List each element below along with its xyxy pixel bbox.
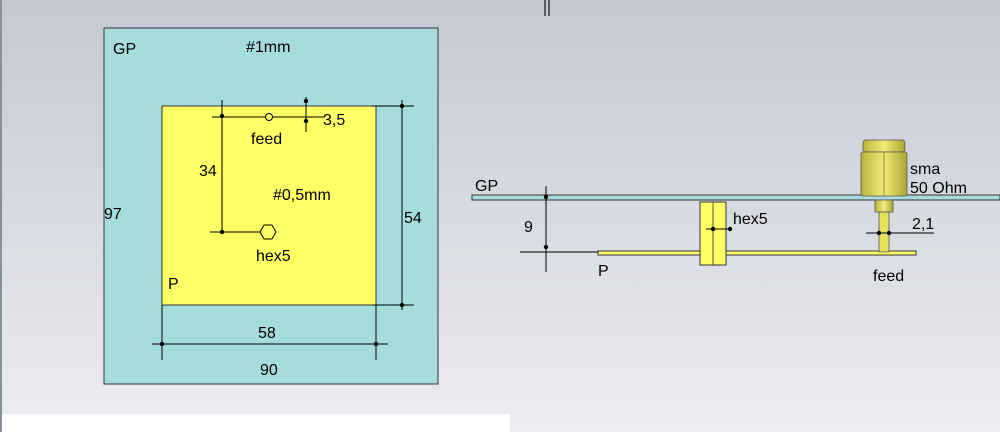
gp-label: GP: [113, 41, 136, 58]
dimension-dot: [303, 118, 309, 124]
connector-label-impedance: 50 Ohm: [910, 180, 967, 197]
feed-to-spacer-label: 34: [199, 163, 217, 180]
dimension-dot: [373, 341, 379, 347]
patch-height-label: 54: [404, 210, 422, 227]
dimension-dot: [727, 226, 733, 232]
gp-thickness-label: #1mm: [246, 39, 290, 56]
sma-connector: [860, 139, 908, 253]
view-splitter[interactable]: [544, 0, 550, 16]
white-strip: [0, 414, 510, 432]
feed-side-label: feed: [873, 268, 904, 285]
gap-label: 9: [524, 219, 533, 236]
dimension-dot: [543, 244, 549, 250]
gp-side-label: GP: [475, 178, 498, 195]
connector-label-sma: sma: [910, 161, 940, 178]
side-view: GP P 9 hex5 sma 50 Ohm 2,1 feed: [471, 139, 1000, 285]
dimension-dot: [399, 103, 405, 109]
patch-thickness-label: #0,5mm: [273, 187, 331, 204]
feed-offset-label: 3,5: [323, 112, 345, 129]
dimension-dot: [710, 226, 716, 232]
dimension-dot: [303, 98, 309, 104]
dimension-dot: [886, 230, 892, 236]
patch-side: [597, 250, 917, 256]
patch: [161, 105, 377, 306]
dimension-dot: [543, 194, 549, 200]
dimension-dot: [876, 230, 882, 236]
hex-spacer: [259, 224, 277, 240]
spacer-side-label: hex5: [733, 211, 768, 228]
patch-side-label: P: [598, 263, 609, 280]
dimension-dot: [219, 113, 225, 119]
gp-height-label: 97: [104, 206, 122, 223]
ground-plane-side: [471, 194, 1000, 201]
top-view: GP #1mm 97 90 P #0,5mm 54 58 feed 3,5 34…: [103, 27, 439, 385]
dimension-dot: [159, 341, 165, 347]
feed-point: [265, 113, 273, 121]
dimension-dot: [219, 229, 225, 235]
gp-width-label: 90: [260, 362, 278, 379]
spacer-label: hex5: [256, 248, 291, 265]
feed-label: feed: [251, 131, 282, 148]
pin-size-label: 2,1: [912, 216, 934, 233]
patch-width-label: 58: [258, 325, 276, 342]
patch-label: P: [168, 276, 179, 293]
dimension-dot: [399, 302, 405, 308]
